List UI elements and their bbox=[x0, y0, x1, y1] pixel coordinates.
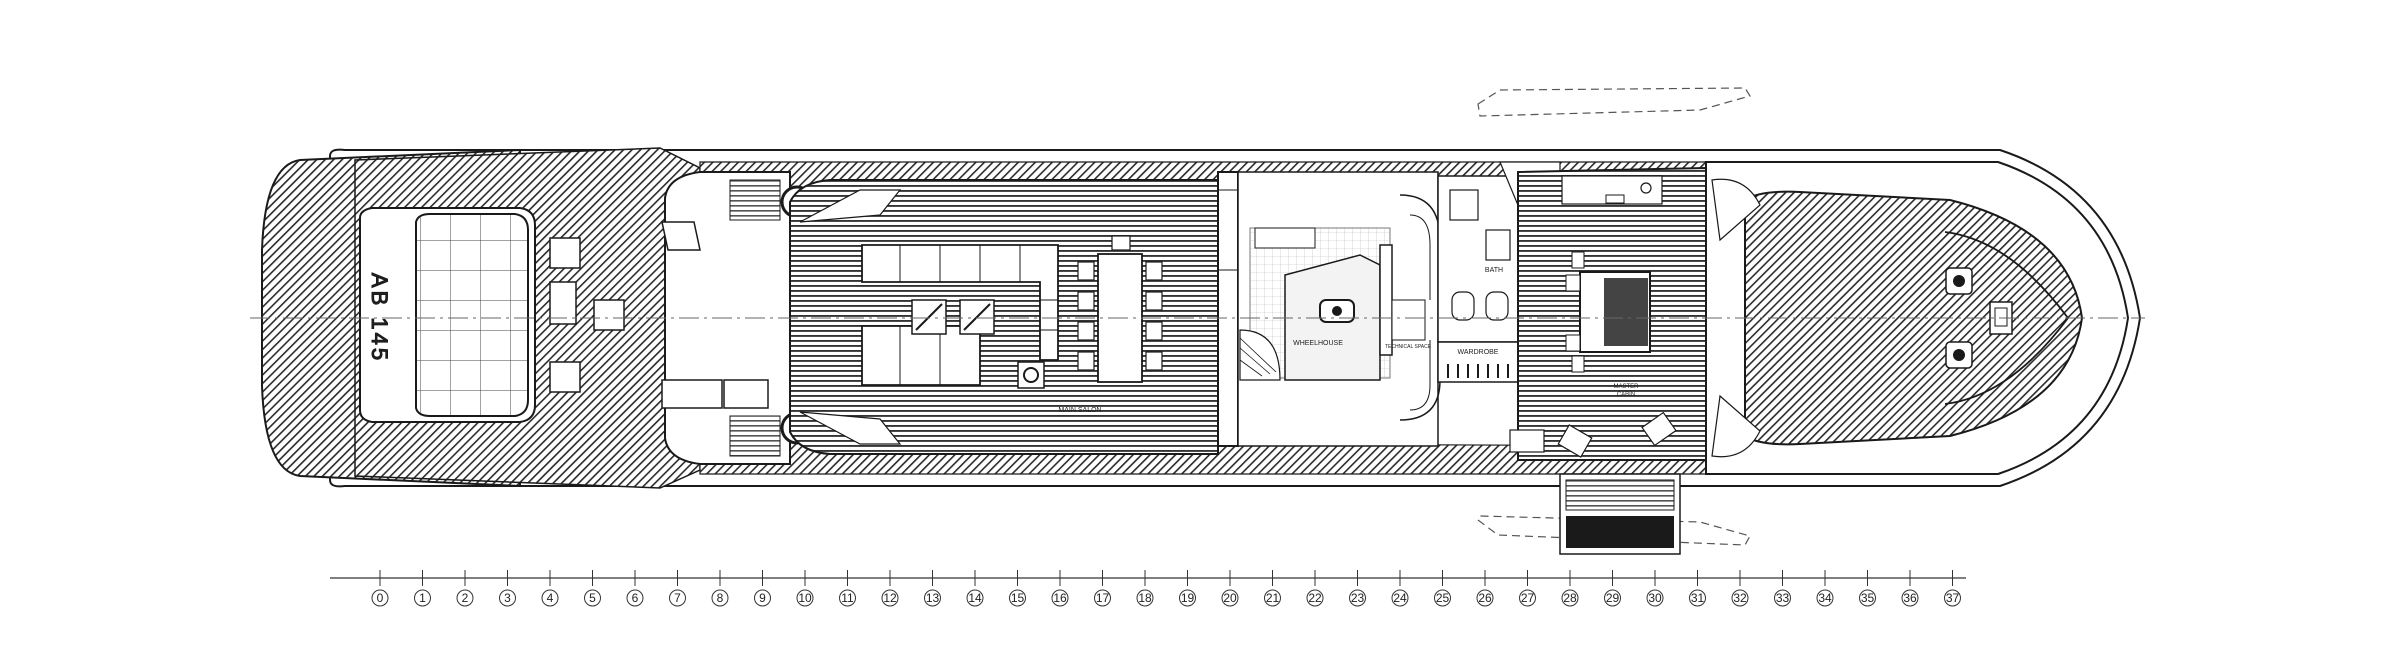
frame-marker bbox=[1179, 589, 1196, 607]
frame-marker bbox=[1901, 589, 1919, 607]
frame-marker bbox=[796, 589, 814, 607]
dining-chairs bbox=[1077, 235, 1163, 371]
frame-number: 5 bbox=[589, 591, 596, 605]
toilet-icon bbox=[1485, 291, 1509, 321]
frame-marker bbox=[711, 589, 729, 607]
bath-label: BATH bbox=[1485, 267, 1503, 274]
frame-marker bbox=[1731, 589, 1749, 607]
frame-marker bbox=[924, 589, 941, 607]
frame-marker bbox=[839, 589, 856, 607]
wardrobe-label: WARDROBE bbox=[1458, 349, 1499, 356]
frame-marker bbox=[1306, 589, 1324, 607]
main-salon: MAIN SALON bbox=[789, 179, 1219, 455]
frame-marker bbox=[1604, 589, 1621, 607]
frame-marker bbox=[1051, 589, 1069, 607]
tender-outline-top bbox=[1477, 87, 1751, 546]
frame-marker bbox=[966, 589, 984, 607]
frame-marker bbox=[499, 589, 516, 607]
frame-number: 8 bbox=[717, 591, 724, 605]
frame-marker bbox=[1519, 589, 1536, 607]
frame-marker bbox=[1391, 589, 1409, 607]
frame-marker bbox=[1349, 589, 1366, 607]
frame-number: 37 bbox=[1946, 591, 1960, 605]
frame-marker bbox=[1434, 589, 1451, 607]
frame-number: 18 bbox=[1138, 591, 1152, 605]
frame-marker bbox=[541, 589, 559, 607]
frame-number: 13 bbox=[926, 591, 940, 605]
frame-number: 1 bbox=[419, 591, 426, 605]
frame-number: 3 bbox=[504, 591, 511, 605]
frame-number: 26 bbox=[1478, 591, 1492, 605]
frame-marker bbox=[1264, 589, 1281, 607]
side-passerelle bbox=[1559, 473, 1681, 555]
frame-number: 22 bbox=[1308, 591, 1322, 605]
frame-marker bbox=[1774, 589, 1791, 607]
frame-number: 19 bbox=[1181, 591, 1195, 605]
frame-marker bbox=[1136, 589, 1154, 607]
frame-number: 17 bbox=[1096, 591, 1110, 605]
frame-number: 29 bbox=[1606, 591, 1620, 605]
frame-marker bbox=[1094, 589, 1111, 607]
frame-number: 21 bbox=[1266, 591, 1280, 605]
frame-number: 0 bbox=[377, 591, 384, 605]
frame-marker bbox=[456, 589, 474, 607]
chair-icon bbox=[549, 237, 581, 269]
master-cabin-label-line1: MASTER bbox=[1613, 384, 1639, 390]
frame-number: 25 bbox=[1436, 591, 1450, 605]
frame-number: 11 bbox=[841, 591, 854, 605]
frame-marker bbox=[1561, 589, 1579, 607]
frame-number: 7 bbox=[674, 591, 681, 605]
frame-number: 36 bbox=[1903, 591, 1917, 605]
frame-marker bbox=[754, 589, 771, 607]
frame-number: 4 bbox=[547, 591, 554, 605]
wheelhouse-label: WHEELHOUSE bbox=[1293, 340, 1343, 347]
frame-number: 31 bbox=[1691, 591, 1705, 605]
toilet-icon bbox=[1451, 291, 1475, 321]
frame-number: 34 bbox=[1818, 591, 1832, 605]
master-cabin: MASTER CABIN bbox=[1509, 166, 1707, 461]
frame-marker bbox=[1816, 589, 1834, 607]
frame-number: 23 bbox=[1351, 591, 1365, 605]
frame-marker bbox=[1646, 589, 1664, 607]
frame-marker bbox=[1221, 589, 1239, 607]
frame-marker bbox=[669, 589, 686, 607]
frame-marker bbox=[1009, 589, 1026, 607]
main-salon-label: MAIN SALON bbox=[1058, 407, 1101, 414]
frame-number: 27 bbox=[1521, 591, 1535, 605]
chair-icon bbox=[549, 361, 581, 393]
frame-marker bbox=[371, 589, 389, 607]
frame-number: 10 bbox=[798, 591, 812, 605]
frame-marker bbox=[584, 589, 601, 607]
frame-marker bbox=[414, 589, 431, 607]
frame-number: 16 bbox=[1053, 591, 1067, 605]
frame-number: 12 bbox=[883, 591, 897, 605]
wheelhouse: WHEELHOUSE TECHNICAL SPACE bbox=[1217, 171, 1441, 447]
frame-number: 33 bbox=[1776, 591, 1790, 605]
frame-number: 32 bbox=[1733, 591, 1747, 605]
chair-icon bbox=[593, 299, 625, 331]
frame-marker bbox=[1944, 589, 1961, 607]
frame-number: 6 bbox=[632, 591, 639, 605]
technical-space-label: TECHNICAL SPACE bbox=[1385, 344, 1432, 350]
frame-number: 24 bbox=[1393, 591, 1407, 605]
frame-marker bbox=[1476, 589, 1494, 607]
frame-number: 28 bbox=[1563, 591, 1577, 605]
frame-number: 20 bbox=[1223, 591, 1237, 605]
frame-number: 2 bbox=[462, 591, 469, 605]
frame-marker bbox=[626, 589, 644, 607]
frame-number: 15 bbox=[1011, 591, 1025, 605]
master-cabin-label-line2: CABIN bbox=[1617, 392, 1635, 398]
frame-number: 9 bbox=[759, 591, 766, 605]
frame-marker bbox=[881, 589, 899, 607]
table-icon bbox=[549, 281, 577, 325]
frame-marker bbox=[1689, 589, 1706, 607]
frame-number: 35 bbox=[1861, 591, 1875, 605]
frame-number: 14 bbox=[968, 591, 982, 605]
frame-number: 30 bbox=[1648, 591, 1662, 605]
frame-marker bbox=[1859, 589, 1876, 607]
